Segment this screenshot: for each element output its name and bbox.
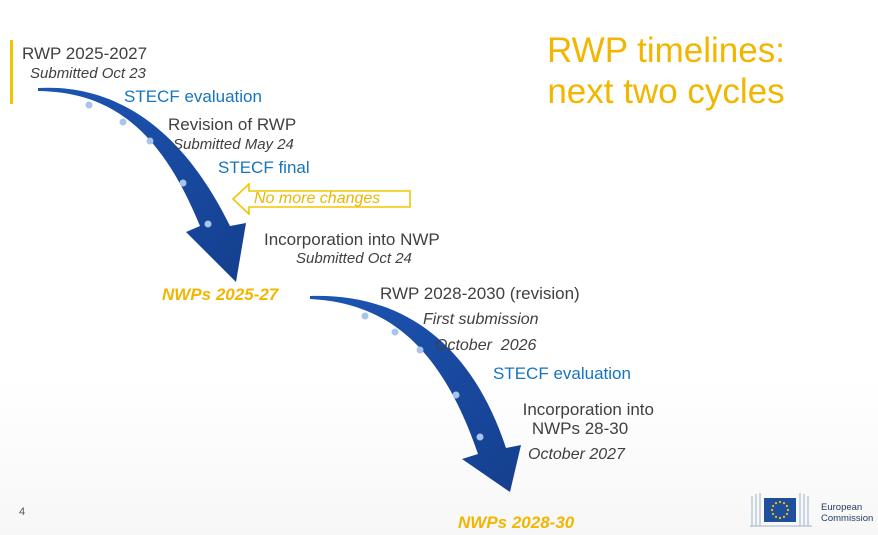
commission-building-icon: [750, 493, 812, 527]
cycle2-dot-1: [361, 312, 369, 320]
cycle1-rwp-submitted: Submitted Oct 23: [30, 65, 146, 82]
slide-title: RWP timelines: next two cycles: [486, 30, 846, 112]
cycle2-incorporation-date: October 2027: [528, 446, 625, 463]
cycle1-result: NWPs 2025-27: [162, 285, 279, 304]
cycle1-stecf-final: STECF final: [218, 158, 310, 177]
cycle1-dot-1: [85, 101, 93, 109]
cycle2-first-submission: First submission: [423, 311, 539, 328]
cycle1-dot-2: [119, 118, 127, 126]
callout-text: No more changes: [254, 190, 381, 207]
cycle1-incorporation: Incorporation into NWP: [264, 230, 440, 249]
title-line-1: RWP timelines:: [547, 31, 785, 70]
cycle2-dot-3: [416, 346, 424, 354]
logo-line-1: European: [821, 502, 863, 513]
cycle2-arrow: [310, 295, 521, 492]
cycle2-dot-4: [452, 391, 460, 399]
cycle2-rwp-label: RWP 2028-2030 (revision): [380, 284, 580, 303]
cycle1-revision-submitted: Submitted May 24: [173, 136, 294, 153]
cycle2-incorporation-line-1: Incorporation into: [522, 400, 654, 419]
eu-flag-icon: [764, 498, 796, 522]
cycle1-dot-5: [204, 220, 212, 228]
cycle1-dot-4: [179, 179, 187, 187]
title-line-2: next two cycles: [547, 72, 785, 111]
cycle2-result: NWPs 2028-30: [458, 513, 575, 532]
cycle1-revision-label: Revision of RWP: [168, 115, 297, 134]
accent-rule: [10, 40, 13, 104]
logo-text: European Commission: [821, 502, 873, 524]
cycle1-arrow: [38, 87, 246, 282]
cycle2-first-submission-date: October 2026: [435, 337, 537, 354]
logo-line-2: Commission: [821, 513, 874, 524]
cycle1-incorporation-submitted: Submitted Oct 24: [296, 250, 412, 267]
cycle1-dot-3: [146, 137, 154, 145]
cycle2-dot-2: [391, 328, 399, 336]
european-commission-logo: European Commission: [748, 490, 878, 528]
cycle2-incorporation-line-2: NWPs 28-30: [531, 419, 629, 438]
cycle1-rwp-label: RWP 2025-2027: [22, 44, 148, 63]
no-more-changes-callout: No more changes: [232, 183, 412, 215]
cycle1-stecf-evaluation: STECF evaluation: [124, 87, 262, 106]
cycle2-stecf-evaluation: STECF evaluation: [493, 364, 631, 383]
cycle2-dot-5: [476, 433, 484, 441]
page-number: 4: [19, 506, 26, 518]
hollow-left-arrow-icon: [232, 183, 411, 215]
